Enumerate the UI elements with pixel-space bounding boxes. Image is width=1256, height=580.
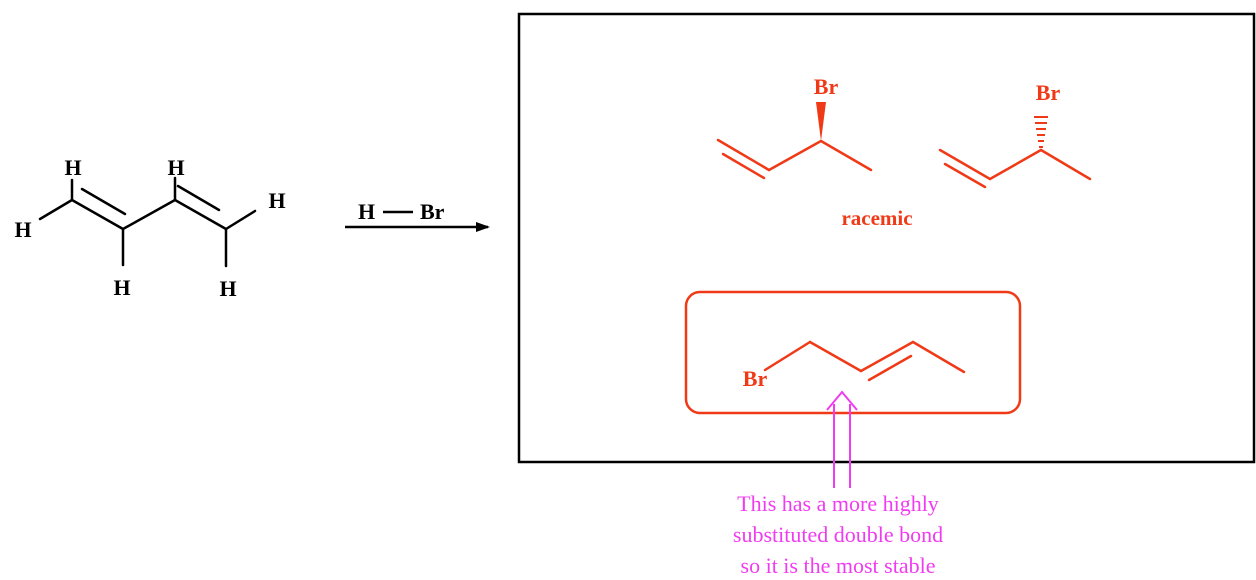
p2-bond-c2-c3 [988, 148, 1043, 181]
bond-c3-c4 [173, 198, 228, 231]
major-product-box [684, 290, 1022, 415]
atom-h2: H [14, 217, 31, 242]
p3-bond-c1-c2 [808, 340, 863, 373]
atom-h6: H [219, 276, 236, 301]
atom-h4: H [167, 155, 184, 180]
p3-br-label: Br [743, 366, 768, 391]
arrow-head [826, 390, 858, 411]
p1-bond-c3-c4 [819, 139, 873, 172]
reagent-br: Br [420, 199, 445, 224]
bond-c1-c2-double [80, 187, 127, 216]
bond-c3-c4-double [176, 184, 221, 212]
p3-bond-c2-c3-double [867, 354, 913, 382]
p2-br-label: Br [1036, 80, 1061, 105]
annotation-line-1: This has a more highly [737, 491, 939, 516]
bond-c1-c2 [70, 198, 125, 231]
reagent-h: H [358, 199, 375, 224]
annotation-line-3: so it is the most stable [741, 553, 936, 578]
p1-bond-c1-c2-double [721, 152, 766, 180]
p1-wedge-bond [816, 102, 826, 141]
bond-c1-h-left [38, 198, 74, 221]
annotation-line-2: substituted double bond [733, 522, 943, 547]
products-box [517, 12, 1256, 464]
atom-h3: H [113, 275, 130, 300]
p1-br-label: Br [814, 74, 839, 99]
p2-bond-c3-c4 [1039, 148, 1092, 181]
annotation-arrow [826, 390, 858, 488]
reactant-atom-labels: H H H H H H [14, 155, 285, 301]
p3-bond-br-c1 [763, 340, 812, 372]
annotation-note: This has a more highly substituted doubl… [733, 491, 943, 578]
p1-bond-c1-c2 [716, 138, 771, 172]
p2-bond-c1-c2-double [943, 162, 987, 189]
p2-hash-bond [1034, 116, 1048, 148]
product-3-bromobutene-hash [938, 148, 1092, 189]
bond-c2-c3 [121, 198, 177, 231]
p3-bond-c2-c3 [859, 340, 915, 373]
butadiene-reactant [38, 176, 257, 268]
atom-h5: H [268, 188, 285, 213]
p2-bond-c1-c2 [938, 148, 992, 181]
p1-bond-c2-c3 [767, 139, 823, 172]
racemic-label: racemic [841, 206, 912, 230]
p3-bond-c3-c4 [911, 340, 966, 374]
product-1-bromo-2-butene [763, 340, 966, 382]
product-3-bromobutene-wedge [716, 138, 873, 180]
atom-h1: H [64, 155, 81, 180]
reagent-hbr: H Br [358, 199, 445, 224]
bond-c4-h-right [224, 209, 257, 231]
